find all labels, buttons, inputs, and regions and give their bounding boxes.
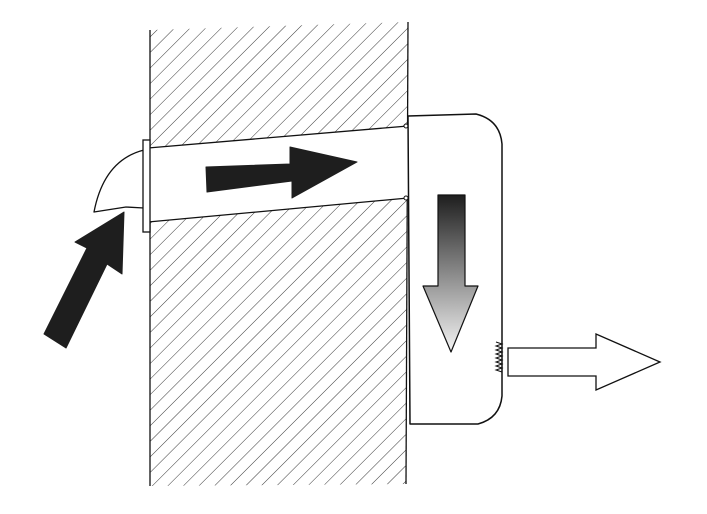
curved-inlet-hood bbox=[93, 139, 151, 233]
inlet-flange bbox=[142, 139, 151, 233]
hatched-wall-section bbox=[149, 21, 409, 486]
through-duct-arrow bbox=[205, 146, 358, 199]
outflow-arrow bbox=[507, 333, 662, 391]
inflow-arrow bbox=[43, 211, 125, 349]
threaded-outlet-connector bbox=[494, 341, 504, 373]
downflow-arrow bbox=[422, 194, 479, 353]
